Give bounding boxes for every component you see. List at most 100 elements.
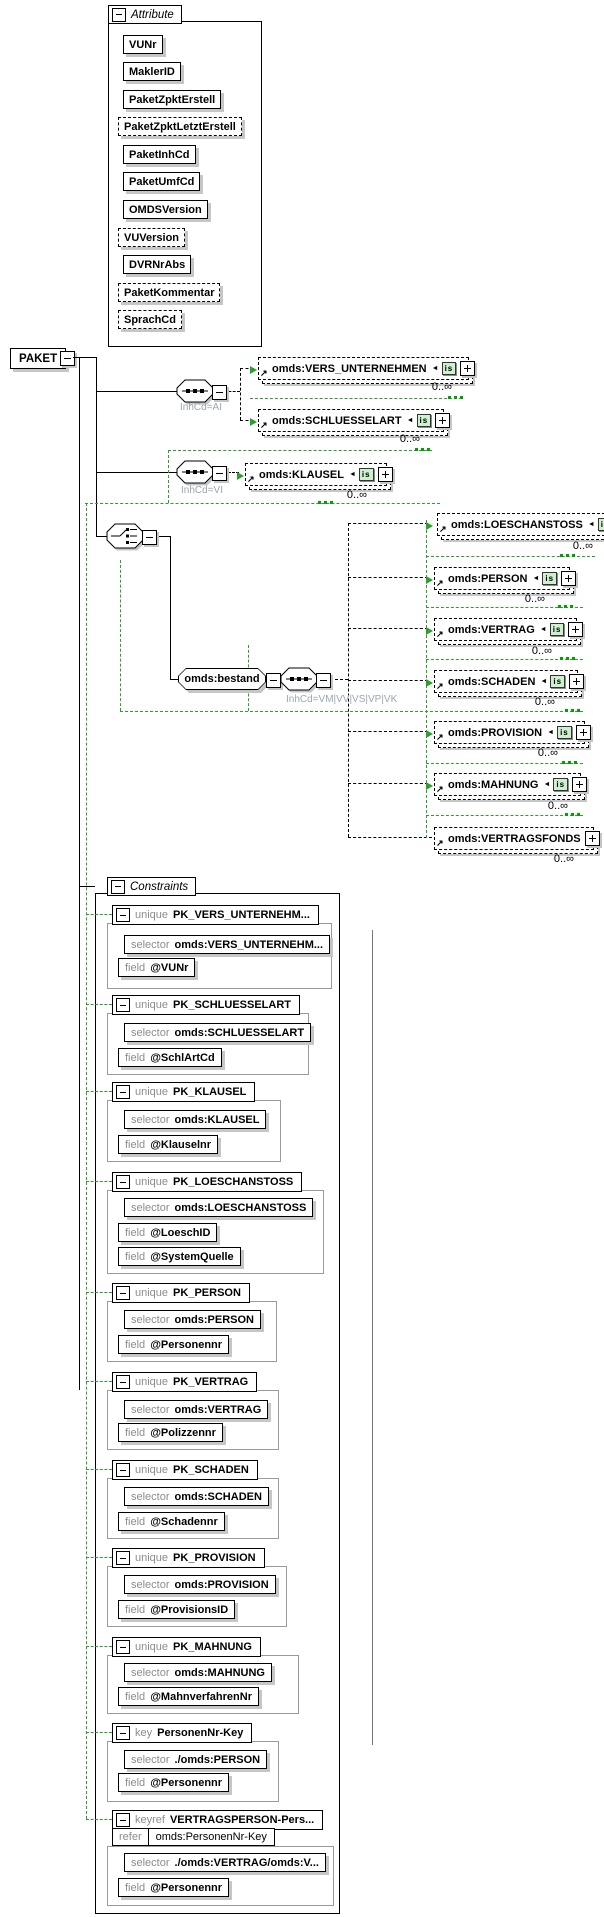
- constraint-field[interactable]: field@MahnverfahrenNr: [118, 1687, 259, 1706]
- expand-icon[interactable]: [561, 571, 577, 586]
- attribute-dvrnrabs[interactable]: DVRNrAbs: [123, 255, 192, 274]
- collapse-icon[interactable]: [116, 1375, 130, 1389]
- constraint-field[interactable]: field@VUNr: [118, 958, 196, 977]
- choice-compositor-icon[interactable]: [106, 523, 144, 549]
- collapse-icon[interactable]: [316, 673, 331, 688]
- expand-icon[interactable]: [575, 725, 591, 740]
- constraint-selector[interactable]: selector./omds:VERTRAG/omds:V...: [124, 1853, 326, 1872]
- expand-icon[interactable]: [572, 777, 588, 792]
- element-schluesselart[interactable]: omds:SCHLUESSELART is: [258, 409, 451, 436]
- attribute-sprachcd[interactable]: SprachCd: [118, 310, 182, 329]
- constraint-selector[interactable]: selector./omds:PERSON: [124, 1750, 268, 1769]
- attribute-maklerid[interactable]: MaklerID: [123, 62, 181, 81]
- collapse-icon[interactable]: [212, 385, 227, 400]
- expand-icon[interactable]: [568, 622, 584, 637]
- sequence-compositor-icon[interactable]: [176, 460, 214, 484]
- collapse-icon[interactable]: [116, 1175, 130, 1189]
- collapse-icon[interactable]: [60, 351, 75, 366]
- collapse-icon[interactable]: [116, 1726, 130, 1740]
- sequence-compositor-icon[interactable]: [176, 379, 214, 403]
- collapse-icon[interactable]: [116, 1640, 130, 1654]
- field-keyword: field: [125, 1690, 146, 1703]
- element-provision[interactable]: omds:PROVISION is: [434, 721, 591, 748]
- attribute-omdsversion[interactable]: OMDSVersion: [123, 200, 208, 219]
- element-label: omds:SCHADEN: [448, 675, 536, 688]
- constraint-field[interactable]: field@Personennr: [118, 1335, 230, 1354]
- constraint-field[interactable]: field@SystemQuelle: [118, 1247, 241, 1266]
- expand-icon[interactable]: [377, 467, 393, 482]
- constraint-field[interactable]: field@Schadennr: [118, 1512, 225, 1531]
- field-keyword: field: [125, 1776, 146, 1789]
- constraint-field[interactable]: field@Personennr: [118, 1878, 230, 1897]
- occurrence-label: 0..∞: [572, 540, 593, 552]
- collapse-icon[interactable]: [212, 466, 227, 481]
- collapse-icon[interactable]: [116, 1463, 130, 1477]
- collapse-icon[interactable]: [116, 1813, 130, 1827]
- constraint-field[interactable]: field@SchlArtCd: [118, 1048, 222, 1067]
- element-vertrag[interactable]: omds:VERTRAG is: [434, 618, 584, 645]
- expand-icon[interactable]: [584, 831, 600, 846]
- constraint-field[interactable]: field@LoeschID: [118, 1223, 218, 1242]
- collapse-icon[interactable]: [111, 879, 125, 894]
- collapse-icon[interactable]: [266, 673, 281, 688]
- expand-icon[interactable]: [435, 413, 451, 428]
- attribute-paketzpkterstell[interactable]: PaketZpktErstell: [123, 90, 222, 109]
- attribute-vuversion[interactable]: VUVersion: [118, 228, 186, 247]
- attribute-paketumfcd[interactable]: PaketUmfCd: [123, 172, 201, 191]
- attribute-paketinhcd[interactable]: PaketInhCd: [123, 145, 196, 164]
- element-vers-unternehmen[interactable]: omds:VERS_UNTERNEHMEN is: [258, 357, 476, 384]
- element-mahnung[interactable]: omds:MAHNUNG is: [434, 773, 588, 800]
- collapse-icon[interactable]: [116, 908, 130, 922]
- constraint-kind: key: [135, 1727, 153, 1739]
- collapse-icon[interactable]: [142, 530, 157, 545]
- connector-line-dashed: [348, 577, 428, 578]
- sequence-compositor-icon[interactable]: [280, 667, 318, 691]
- constraint-field[interactable]: field@Personennr: [118, 1773, 230, 1792]
- constraint-field[interactable]: field@ProvisionsID: [118, 1600, 236, 1619]
- element-loeschanstoss[interactable]: omds:LOESCHANSTOSS is: [437, 513, 604, 540]
- field-keyword: field: [125, 1515, 146, 1528]
- connector-line: [79, 886, 95, 887]
- attribute-vunr[interactable]: VUNr: [123, 35, 163, 54]
- collapse-icon[interactable]: [116, 1085, 130, 1099]
- expand-icon[interactable]: [460, 361, 476, 376]
- collapse-icon[interactable]: [112, 7, 126, 22]
- attribute-paketzpktletzterstell[interactable]: PaketZpktLetztErstell: [118, 117, 242, 136]
- element-schaden[interactable]: omds:SCHADEN is: [434, 670, 585, 697]
- attribute-label: PaketKommentar: [124, 286, 215, 299]
- element-klausel[interactable]: omds:KLAUSEL is: [245, 463, 393, 490]
- collapse-icon[interactable]: [116, 998, 130, 1012]
- attribute-paketkommentar[interactable]: PaketKommentar: [118, 283, 221, 302]
- constraint-field[interactable]: field@Polizzennr: [118, 1423, 223, 1442]
- left-arrow-icon: [432, 365, 439, 372]
- element-bestand[interactable]: omds:bestand: [178, 668, 266, 690]
- element-vertragsfonds[interactable]: omds:VERTRAGSFONDS: [434, 827, 600, 854]
- collapse-icon[interactable]: [116, 1551, 130, 1565]
- expand-icon[interactable]: [569, 674, 585, 689]
- element-person[interactable]: omds:PERSON is: [434, 567, 577, 594]
- root-element-paket[interactable]: PAKET: [10, 348, 67, 369]
- constraint-field[interactable]: field@Klauselnr: [118, 1135, 219, 1154]
- collapse-icon[interactable]: [116, 1286, 130, 1300]
